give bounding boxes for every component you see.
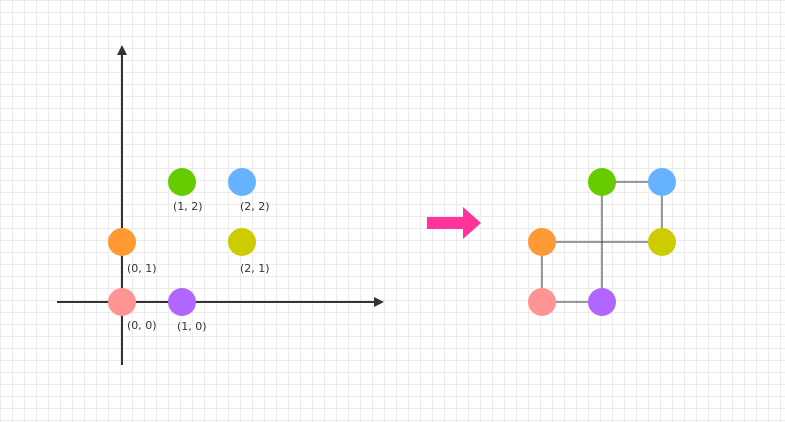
node-blue [648, 168, 676, 196]
point-1-0 [168, 288, 196, 316]
point-2-2 [228, 168, 256, 196]
node-yellow [648, 228, 676, 256]
label-1-0: (1, 0) [177, 320, 207, 333]
label-2-1: (2, 1) [240, 262, 270, 275]
point-0-0 [108, 288, 136, 316]
node-green [588, 168, 616, 196]
transform-arrow [427, 207, 481, 239]
right-graph [528, 168, 676, 316]
point-2-1 [228, 228, 256, 256]
label-0-1: (0, 1) [127, 262, 157, 275]
node-pink [528, 288, 556, 316]
label-0-0: (0, 0) [127, 319, 157, 332]
arrow-icon [427, 207, 481, 239]
left-coordinate-plane: (1, 2) (2, 2) (0, 1) (2, 1) (0, 0) (1, 0… [57, 45, 384, 365]
node-orange [528, 228, 556, 256]
point-0-1 [108, 228, 136, 256]
label-1-2: (1, 2) [173, 200, 203, 213]
node-purple [588, 288, 616, 316]
point-1-2 [168, 168, 196, 196]
label-2-2: (2, 2) [240, 200, 270, 213]
